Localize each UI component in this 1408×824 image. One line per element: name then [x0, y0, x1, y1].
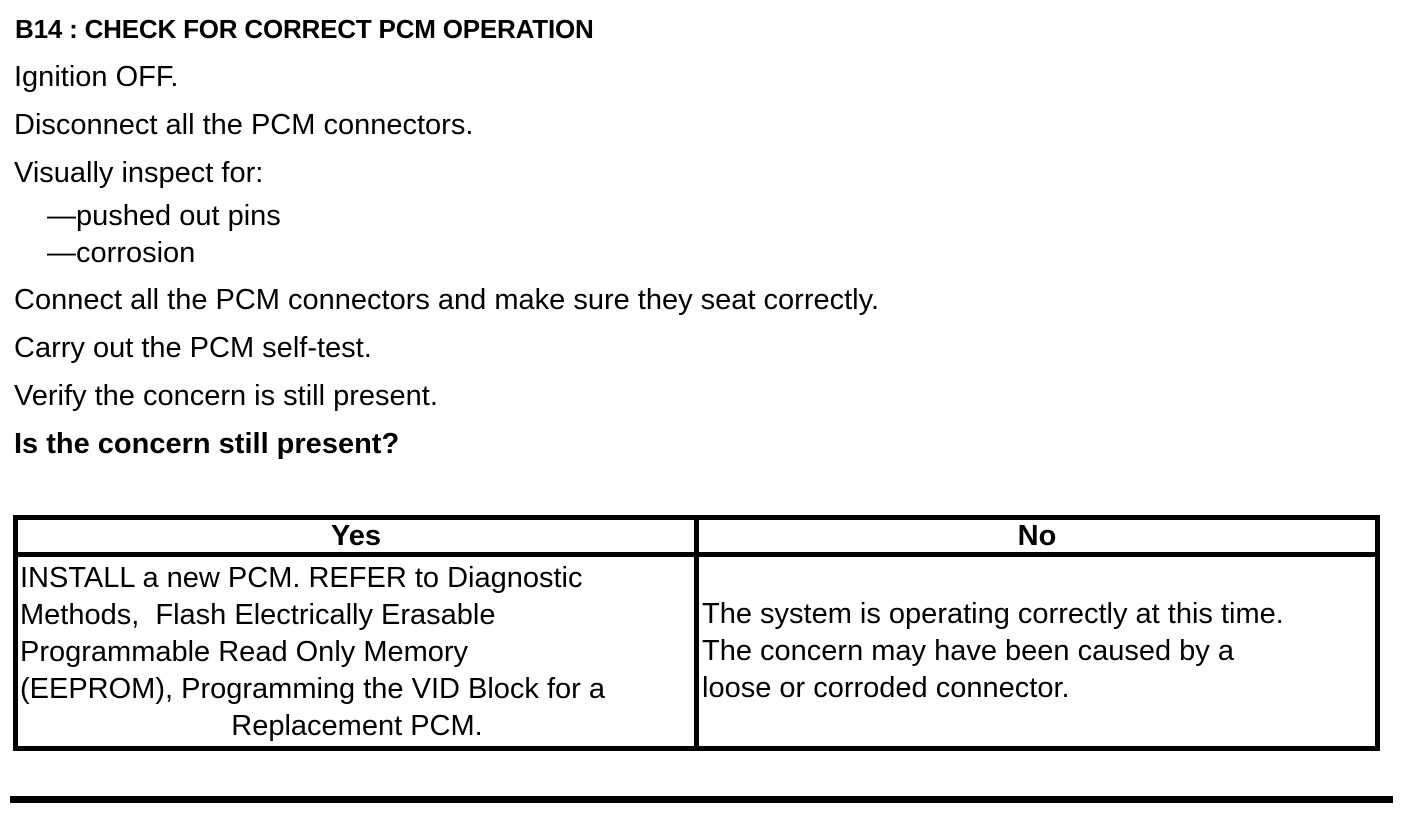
instruction-line: Verify the concern is still present. — [14, 380, 438, 412]
yes-column-header: Yes — [13, 515, 699, 557]
instruction-line: Ignition OFF. — [14, 61, 179, 93]
instruction-line: Connect all the PCM connectors and make … — [14, 284, 880, 316]
no-action-line: loose or corroded connector. — [702, 672, 1070, 704]
instruction-line: Visually inspect for: — [14, 157, 264, 189]
no-action-line: The system is operating correctly at thi… — [702, 598, 1284, 630]
no-action-cell: The system is operating correctly at thi… — [694, 552, 1380, 751]
yes-action-line: Methods, Flash Electrically Erasable — [20, 599, 496, 631]
yes-action-line: Programmable Read Only Memory — [20, 636, 469, 668]
instruction-line: —corrosion — [47, 237, 196, 269]
yes-action-line: INSTALL a new PCM. REFER to Diagnostic — [20, 562, 583, 594]
yes-action-line: Replacement PCM. — [231, 710, 483, 742]
instruction-line: —pushed out pins — [47, 200, 281, 232]
results-table: Yes No INSTALL a new PCM. REFER to Diagn… — [13, 515, 1380, 751]
results-table-header-row: Yes No — [13, 515, 1380, 557]
instruction-line: Carry out the PCM self-test. — [14, 332, 372, 364]
bottom-rule — [10, 796, 1393, 803]
yes-action-line: (EEPROM), Programming the VID Block for … — [20, 673, 605, 705]
step-heading: B14 : CHECK FOR CORRECT PCM OPERATION — [15, 14, 594, 44]
question-text: Is the concern still present? — [14, 428, 400, 460]
instruction-line: Disconnect all the PCM connectors. — [14, 109, 474, 141]
no-action-line: The concern may have been caused by a — [702, 635, 1234, 667]
no-column-header: No — [694, 515, 1380, 557]
instruction-list: Ignition OFF. Disconnect all the PCM conn… — [14, 62, 1394, 411]
